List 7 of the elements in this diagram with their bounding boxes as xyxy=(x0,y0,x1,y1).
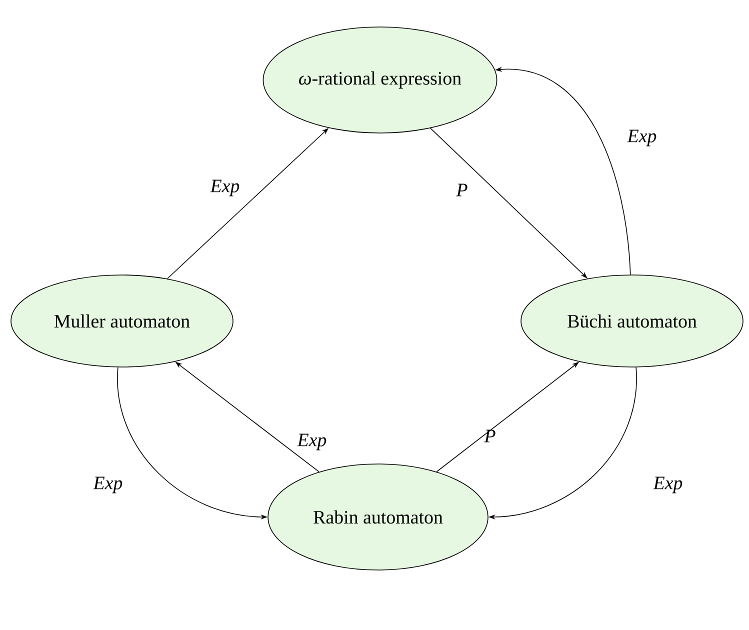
edge-label: P xyxy=(484,430,496,442)
edge-label: Exp xyxy=(210,180,240,196)
edge-label: Exp xyxy=(297,434,326,450)
edge-label: Exp xyxy=(653,476,682,494)
edge-label: P xyxy=(456,184,468,196)
edge-label: Exp xyxy=(93,476,122,494)
edge-label: Exp xyxy=(627,130,656,146)
